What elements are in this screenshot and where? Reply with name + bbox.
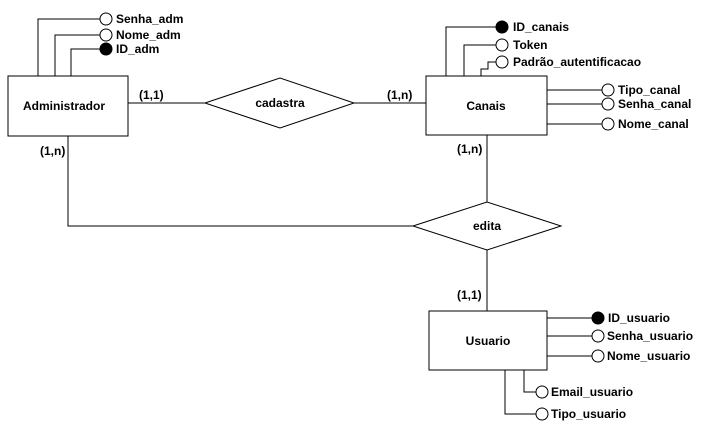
- attribute-id-usuario-key-circle[interactable]: [591, 311, 605, 325]
- entity-canais[interactable]: [425, 75, 548, 136]
- connector-admin-edita: [67, 136, 413, 227]
- attribute-id-canais-label: ID_canais: [513, 20, 569, 34]
- relationship-cadastra[interactable]: [203, 77, 356, 129]
- attribute-tipo-usuario-circle[interactable]: [535, 407, 549, 421]
- entity-administrador[interactable]: [7, 75, 129, 137]
- attribute-senha-adm-label: Senha_adm: [116, 12, 183, 26]
- connector-email-usuario: [523, 370, 536, 393]
- attribute-tipo-usuario-label: Tipo_usuario: [551, 407, 626, 421]
- attribute-senha-usuario-circle[interactable]: [591, 329, 605, 343]
- entity-canais-label: Canais: [466, 99, 506, 113]
- connector-id-canais: [445, 26, 496, 76]
- entity-usuario-label: Usuario: [466, 334, 511, 348]
- attribute-token-label: Token: [513, 38, 547, 52]
- cardinality-cadastra-canais: (1,n): [387, 88, 412, 102]
- connector-tipo-usuario: [504, 370, 536, 415]
- attribute-id-canais-key-circle[interactable]: [495, 20, 509, 34]
- cardinality-edita-canais: (1,n): [457, 142, 482, 156]
- attribute-senha-adm-circle[interactable]: [99, 12, 113, 26]
- cardinality-edita-administrador: (1,n): [40, 144, 65, 158]
- attribute-id-usuario-label: ID_usuario: [608, 311, 670, 325]
- attribute-nome-adm-label: Nome_adm: [116, 28, 181, 42]
- attribute-email-usuario-circle[interactable]: [535, 385, 549, 399]
- attribute-id-adm-key-circle[interactable]: [99, 42, 113, 56]
- entity-administrador-label: Administrador: [23, 99, 105, 113]
- entity-usuario[interactable]: [428, 310, 548, 371]
- attribute-nome-adm-circle[interactable]: [99, 28, 113, 42]
- connector-lines: [37, 18, 602, 415]
- connector-nome-adm: [54, 34, 100, 76]
- connector-token: [463, 44, 496, 76]
- connector-senha-adm: [37, 18, 100, 76]
- attribute-nome-usuario-circle[interactable]: [591, 349, 605, 363]
- attribute-id-adm-label: ID_adm: [116, 42, 159, 56]
- relationship-cadastra-label: cadastra: [255, 96, 305, 110]
- connector-id-adm: [70, 48, 100, 76]
- cardinality-cadastra-administrador: (1,1): [139, 88, 164, 102]
- relationship-edita[interactable]: [411, 201, 563, 251]
- attribute-padrao-autentificacao-label: Padrão_autentificacao: [513, 55, 641, 69]
- attribute-tipo-canal-label: Tipo_canal: [618, 83, 680, 97]
- attribute-senha-canal-label: Senha_canal: [618, 97, 691, 111]
- attribute-email-usuario-label: Email_usuario: [551, 385, 633, 399]
- attribute-nome-usuario-label: Nome_usuario: [607, 349, 690, 363]
- relationship-edita-label: edita: [473, 219, 501, 233]
- attribute-senha-usuario-label: Senha_usuario: [607, 329, 693, 343]
- attribute-nome-canal-circle[interactable]: [601, 117, 615, 131]
- connector-padrao-autentificacao: [480, 61, 496, 76]
- attribute-senha-canal-circle[interactable]: [601, 97, 615, 111]
- attribute-tipo-canal-circle[interactable]: [601, 83, 615, 97]
- cardinality-edita-usuario: (1,1): [457, 288, 482, 302]
- attribute-padrao-autentificacao-circle[interactable]: [495, 55, 509, 69]
- attribute-nome-canal-label: Nome_canal: [618, 117, 689, 131]
- attribute-token-circle[interactable]: [495, 38, 509, 52]
